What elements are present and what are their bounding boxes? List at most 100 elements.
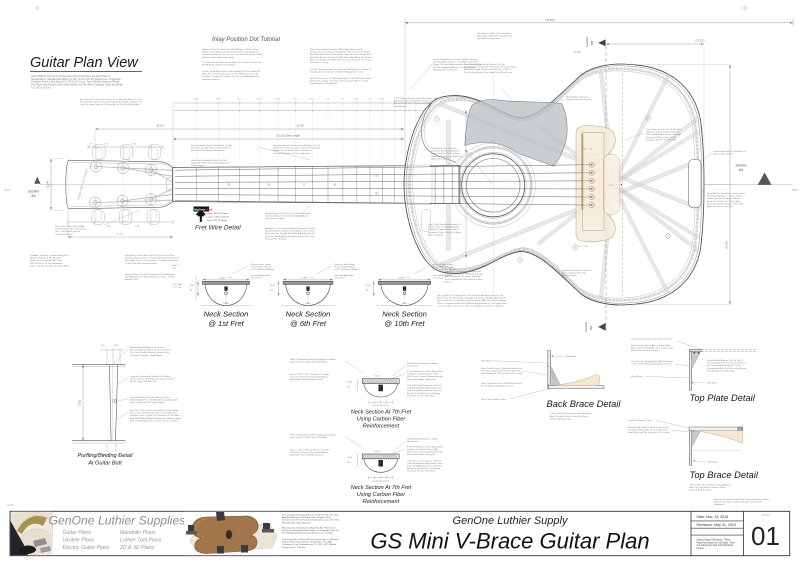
svg-text:Heavy Dashed Lines Indicate Si: Heavy Dashed Lines Indicate Single Cutaw… <box>433 58 482 71</box>
svg-text:If The Fretboard Is To Be Boun: If The Fretboard Is To Be Bound WithPurf… <box>407 370 444 381</box>
svg-text:Date: Nov. 19, 2018: Date: Nov. 19, 2018 <box>697 515 729 519</box>
svg-text:Drill Holes In Neck With Drill: Drill Holes In Neck With Drill Press To … <box>125 254 180 265</box>
svg-text:1 11/16: 1 11/16 <box>398 278 405 280</box>
svg-text:The Center Joint Is One Of The: The Center Joint Is One Of The MostImpor… <box>646 128 682 141</box>
svg-text:When Purfling An Bound Fingerb: When Purfling An Bound Fingerboard Cut B… <box>290 358 337 364</box>
svg-text:Guitar Plans: Guitar Plans <box>63 530 92 536</box>
svg-text:1 6/16: 1 6/16 <box>275 99 280 101</box>
svg-text:3/32: 3/32 <box>101 345 105 347</box>
svg-text:Neck Section At 7th Fret: Neck Section At 7th Fret <box>351 410 412 416</box>
svg-text:Top Plate Glued In Place.: Top Plate Glued In Place. <box>628 419 653 422</box>
svg-text:Mandolin Plans: Mandolin Plans <box>120 530 156 536</box>
svg-text:Butt Trim: Often Vertical Soli: Butt Trim: Often Vertical Solid Wood, Sa… <box>130 409 182 422</box>
svg-text:Reproduction, Distribution is: Reproduction, Distribution is Made For A… <box>282 527 339 535</box>
svg-text:Revisions: May 31, 2019: Revisions: May 31, 2019 <box>697 523 736 527</box>
svg-text:Solid Kerfed Lining To Receive: Solid Kerfed Lining To Receive Brace End… <box>628 426 670 434</box>
svg-text:@ 6th Fret: @ 6th Fret <box>290 319 327 328</box>
svg-text:Double-Action Truss Rod. Cut C: Double-Action Truss Rod. Cut Channel In … <box>265 212 312 220</box>
svg-text:4: 4 <box>519 258 521 262</box>
svg-text:1 1/8: 1 1/8 <box>104 144 108 146</box>
svg-text:2 AA 4: 2 AA 4 <box>223 302 230 305</box>
svg-text:Side Brace: Side Brace <box>708 460 719 463</box>
svg-text:17 5/8: 17 5/8 <box>574 51 581 54</box>
svg-text:1/8: 1/8 <box>118 455 121 457</box>
svg-text:This Is How The Instrument Sho: This Is How The Instrument Should Appear… <box>690 484 732 492</box>
svg-text:1 4/16: 1 4/16 <box>237 99 242 101</box>
svg-text:This Drawing or Drawings Has T: This Drawing or Drawings Has To Used For… <box>282 514 340 525</box>
svg-text:Purfling/Binding Detail: Purfling/Binding Detail <box>77 453 133 459</box>
svg-text:Rout a .218" x .437" (5.56mm x: Rout a .218" x .437" (5.56mm x 11.1mm)Ch… <box>290 448 330 456</box>
svg-text:Back Brace Detail: Back Brace Detail <box>547 399 622 409</box>
svg-text:Solid Kerfed Lining To Receive: Solid Kerfed Lining To Receive Brace End… <box>481 367 523 375</box>
svg-text:1 3/16: 1 3/16 <box>216 99 221 101</box>
svg-text:(23 1/2) Scale Length: (23 1/2) Scale Length <box>276 135 301 138</box>
svg-text:Using Carbon Fiber: Using Carbon Fiber <box>357 417 407 423</box>
svg-text:(17 1/2): (17 1/2) <box>696 39 705 43</box>
svg-text:1 2/16: 1 2/16 <box>325 99 330 101</box>
svg-text:7/8: 7/8 <box>190 290 193 292</box>
svg-text:3/8: 3/8 <box>347 462 350 464</box>
svg-text:gennum: gennum <box>762 515 770 517</box>
svg-text:Reinforcement: Reinforcement <box>363 424 400 430</box>
svg-text:Medium/High: Medium/High <box>194 207 212 211</box>
svg-text:13/16: 13/16 <box>347 382 352 384</box>
svg-text:Cathode "Invisible" Countersin: Cathode "Invisible" Countersinking ThisW… <box>30 254 70 267</box>
svg-text:Special Precaution: Do Not Inh: Special Precaution: Do Not Inhale Any Of… <box>310 77 372 85</box>
svg-text:13/16: 13/16 <box>347 457 352 459</box>
svg-text:This Sheet Size Is Metric A0 S: This Sheet Size Is Metric A0 Size Overal… <box>282 538 340 549</box>
svg-text:Neck Section: Neck Section <box>204 310 249 319</box>
svg-text:Ukulele Plans: Ukulele Plans <box>63 537 95 543</box>
svg-text:GenOne Luthier Supplies: GenOne Luthier Supplies <box>49 514 186 528</box>
svg-text:Back Plate Glued In Place.: Back Plate Glued In Place. <box>481 398 507 401</box>
svg-text:1/4+1/2+1/4+1/2+1/4: 1/4+1/2+1/4+1/2+1/4 <box>372 405 389 407</box>
svg-text:Circuit: Use A Brad Point Dril: Circuit: Use A Brad Point Drill Bit to A… <box>202 70 261 81</box>
svg-text:7/8: 7/8 <box>270 290 273 292</box>
svg-text:@ 1st Fret: @ 1st Fret <box>208 319 244 328</box>
svg-text:To Install Round Position Dots: To Install Round Position Dots, Mark The… <box>202 61 262 67</box>
svg-text:Top Brace Detail: Top Brace Detail <box>690 470 759 480</box>
svg-text:1 6/16: 1 6/16 <box>380 99 385 101</box>
svg-text:1/4+1/2+1/4+1/2+1/4: 1/4+1/2+1/4+1/2+1/4 <box>372 481 389 483</box>
svg-text:1 2/16: 1 2/16 <box>194 99 199 101</box>
svg-text:1 7/16: 1 7/16 <box>293 99 298 101</box>
svg-text:25 1/2: 25 1/2 <box>156 124 164 128</box>
svg-text:1 5/16: 1 5/16 <box>256 99 261 101</box>
svg-text:BB: BB <box>589 326 593 330</box>
svg-text:AA: AA <box>738 168 744 172</box>
svg-text:Width: .080" (2.01mm): Width: .080" (2.01mm) <box>207 212 229 215</box>
svg-text:Neck Section At 7th Fret: Neck Section At 7th Fret <box>351 485 412 491</box>
svg-text:Using Carbon Fiber: Using Carbon Fiber <box>357 492 407 498</box>
svg-text:Tang: .079" (2.00mm): Tang: .079" (2.00mm) <box>207 220 228 222</box>
svg-text:Back Block or Butt Block: Ver: Back Block or Butt Block: Vertical Grain… <box>707 192 746 208</box>
svg-text:1 4/16: 1 4/16 <box>354 99 359 101</box>
svg-text:+ 3/32 + + 1/8: + 3/32 + + 1/8 <box>581 149 592 151</box>
svg-text:A 6 Spring For The Luthier To: A 6 Spring For The Luthier To Use In Con… <box>80 98 143 106</box>
svg-text:Dashed Lines Indicate Top Plat: Dashed Lines Indicate Top Plate Location… <box>631 338 672 341</box>
svg-text:Neck Section: Neck Section <box>382 310 427 319</box>
svg-text:This Brace Is An Optional Choi: This Brace Is An Optional Choice ForThe … <box>445 270 484 283</box>
svg-text:Tortoise Alternate Of Tail Blo: Tortoise Alternate Of Tail Block ToMatch… <box>713 150 746 156</box>
svg-text:2 AA 4: 2 AA 4 <box>402 302 409 305</box>
svg-text:At Guitar Butt: At Guitar Butt <box>87 461 122 467</box>
svg-text:1 11/16: 1 11/16 <box>219 278 226 280</box>
svg-text:1 5/16: 1 5/16 <box>367 99 372 101</box>
svg-text:27/32: 27/32 <box>79 399 82 406</box>
svg-text:3: 3 <box>667 234 669 238</box>
svg-text:Optional Contrasting Purfling.: Optional Contrasting Purfling. With Edge… <box>130 375 176 383</box>
svg-text:1/16: 1/16 <box>114 345 118 347</box>
svg-text:Optional Solid 2nd Button Ebo: Optional Solid 2nd Button Ebony or BoneM… <box>130 396 178 404</box>
